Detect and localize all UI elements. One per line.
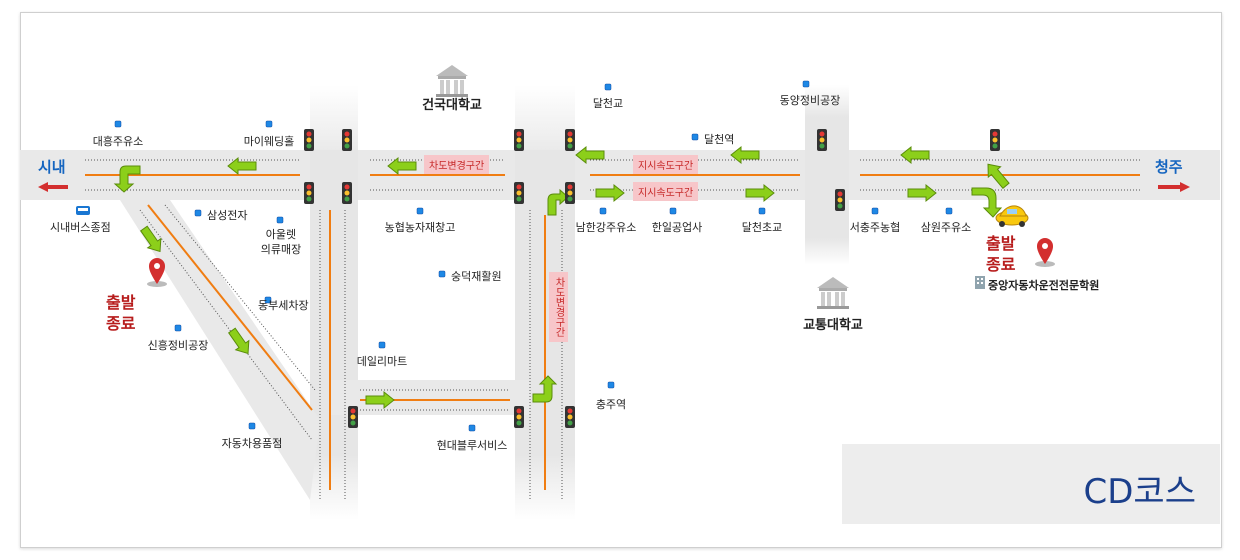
- place-dot-icon: [758, 207, 766, 215]
- place-label: 데일리마트: [356, 355, 408, 368]
- university-icon: [436, 65, 468, 97]
- place-dot-icon: [194, 209, 202, 217]
- place-label: 동부세차장: [258, 299, 309, 312]
- end-label: 종료: [106, 314, 136, 333]
- place-dot-icon: [599, 207, 607, 215]
- place-dot-icon: [669, 207, 677, 215]
- route-turn-arrow: [547, 188, 569, 216]
- place-dot-icon: [174, 324, 182, 332]
- traffic-light-icon: [565, 129, 575, 151]
- place-label: 서충주농협: [849, 221, 901, 234]
- university-icon: [817, 277, 849, 309]
- konkuk-univ-label: 건국대학교: [422, 98, 482, 113]
- place-label: 달천초교: [741, 221, 783, 234]
- traffic-light-icon: [817, 129, 827, 151]
- lane-change-zone-label: 차도변경구간: [549, 272, 568, 342]
- bus-icon: [76, 206, 90, 215]
- place-dot-icon: [607, 381, 615, 389]
- place-dot-icon: [276, 216, 284, 224]
- arrow-right-cheongju: [1158, 182, 1190, 192]
- car-icon: [995, 205, 1029, 227]
- place-label: 마이웨딩홀: [243, 135, 295, 148]
- place-label: 삼원주유소: [920, 221, 972, 234]
- start-label: 출발: [106, 293, 136, 312]
- place-dot-icon: [114, 120, 122, 128]
- place-label: 한일공업사: [651, 221, 703, 234]
- traffic-light-icon: [835, 189, 845, 211]
- place-dot-icon: [945, 207, 953, 215]
- lane-change-zone-label: 차도변경구간: [424, 155, 490, 174]
- route-turn-arrow: [532, 375, 558, 403]
- place-label: 대흥주유소: [92, 135, 144, 148]
- location-pin-icon: [1035, 238, 1055, 267]
- traffic-light-icon: [990, 129, 1000, 151]
- place-label: 동양정비공장: [779, 94, 841, 107]
- route-turn-arrow: [971, 187, 1003, 218]
- place-label: 자동차용품점: [221, 437, 283, 450]
- end-label: 종료: [986, 255, 1016, 274]
- place-label: 아울렛 의류매장: [260, 228, 302, 256]
- place-dot-icon: [691, 133, 699, 141]
- place-dot-icon: [802, 80, 810, 88]
- place-label: 삼성전자: [207, 209, 248, 222]
- traffic-light-icon: [304, 129, 314, 151]
- building-icons: [76, 65, 1055, 309]
- direction-arrows: [38, 182, 1190, 192]
- start-end-label: 출발 종료: [106, 292, 135, 334]
- course-title-panel: CD코스: [842, 444, 1220, 524]
- traffic-light-icon: [514, 129, 524, 151]
- transport-univ-label: 교통대학교: [803, 318, 863, 333]
- office-building-icon: [975, 276, 985, 289]
- place-dot-icon: [378, 341, 386, 349]
- place-dot-icon: [604, 83, 612, 91]
- course-title: CD코스: [1083, 472, 1196, 512]
- place-label: 농협농자재창고: [384, 221, 456, 234]
- place-dot-icon: [468, 424, 476, 432]
- traffic-light-icon: [342, 182, 352, 204]
- route-turn-arrow: [113, 165, 141, 193]
- arrow-left-sinae: [38, 182, 68, 192]
- speed-zone-label: 지시속도구간: [633, 182, 699, 201]
- place-dot-icon: [871, 207, 879, 215]
- route-arrows: [113, 146, 1013, 409]
- traffic-light-icon: [514, 406, 524, 428]
- traffic-light-icon: [565, 182, 575, 204]
- place-label: 충주역: [595, 398, 627, 411]
- place-label: 달천교: [592, 97, 624, 110]
- place-dot-icon: [416, 207, 424, 215]
- speed-zone-label: 지시속도구간: [633, 155, 699, 174]
- place-label: 달천역: [704, 133, 735, 146]
- place-label: 남한강주유소: [575, 221, 637, 234]
- place-label: 현대블루서비스: [436, 439, 508, 452]
- bus-terminal-label: 시내버스종점: [50, 221, 111, 234]
- place-dot-icon: [248, 422, 256, 430]
- start-label: 출발: [986, 234, 1016, 253]
- traffic-light-icon: [514, 182, 524, 204]
- driving-school-label: 중앙자동차운전전문학원: [988, 279, 1100, 292]
- location-pin-icon: [147, 258, 167, 287]
- place-label: 신흥정비공장: [147, 339, 209, 352]
- traffic-light-icon: [304, 182, 314, 204]
- traffic-light-icon: [342, 129, 352, 151]
- direction-label-cheongju: 청주: [1155, 158, 1183, 176]
- place-dot-icon: [438, 270, 446, 278]
- direction-label-sinae: 시내: [38, 158, 66, 176]
- traffic-light-icon: [565, 406, 575, 428]
- traffic-light-icon: [348, 406, 358, 428]
- place-dot-icon: [265, 120, 273, 128]
- place-label: 숭덕재활원: [451, 270, 502, 283]
- start-end-label: 출발 종료: [986, 233, 1015, 275]
